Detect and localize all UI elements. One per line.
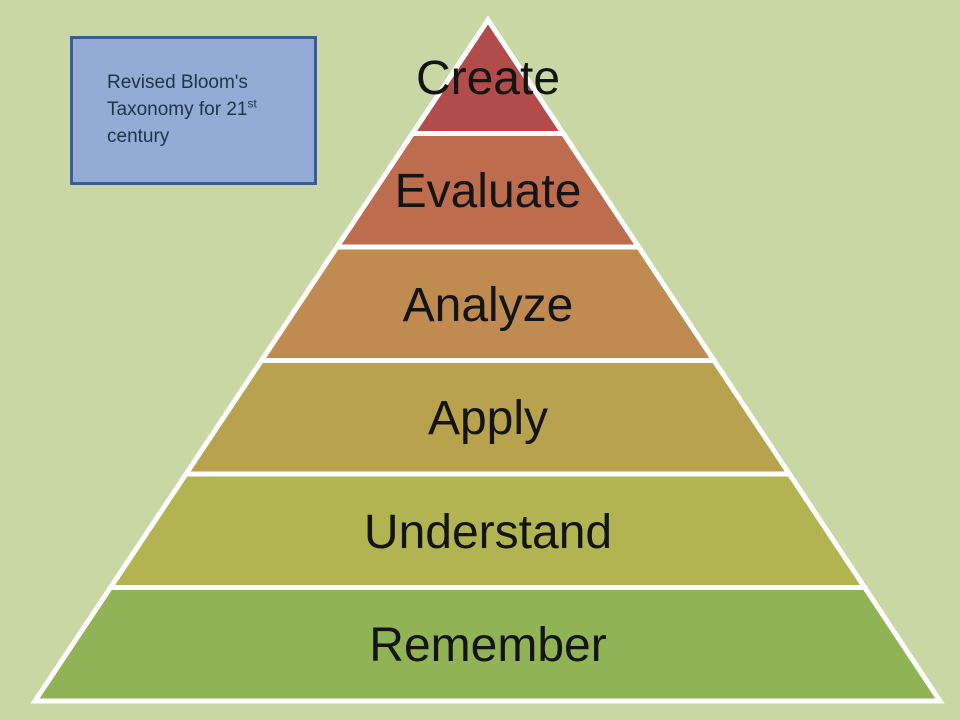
callout-superscript: st [247,96,257,111]
callout-text: Taxonomy for 21 [107,99,248,120]
pyramid-level-analyze: Analyze [256,244,719,363]
callout-line-3: century [107,123,300,150]
pyramid-level-remember-label: Remember [369,619,606,672]
callout-box: Revised Bloom's Taxonomy for 21st centur… [70,36,317,185]
pyramid-level-remember-shape [30,585,945,704]
pyramid-level-remember: Remember [30,585,945,704]
callout-text: century [107,126,170,147]
callout-line-2: Taxonomy for 21st [107,96,300,123]
pyramid-level-understand-label: Understand [364,506,612,559]
callout-text: Revised Bloom's [107,72,248,93]
pyramid-level-understand: Understand [105,471,870,590]
pyramid-level-apply-label: Apply [428,392,548,445]
pyramid-level-create-label: Create [416,52,560,105]
pyramid-level-evaluate-label: Evaluate [395,165,582,218]
pyramid-level-create: Create [407,15,568,136]
pyramid-level-evaluate: Evaluate [332,131,644,250]
pyramid-level-analyze-label: Analyze [403,279,574,332]
pyramid-level-apply: Apply [181,358,795,477]
callout-line-1: Revised Bloom's [107,69,300,96]
